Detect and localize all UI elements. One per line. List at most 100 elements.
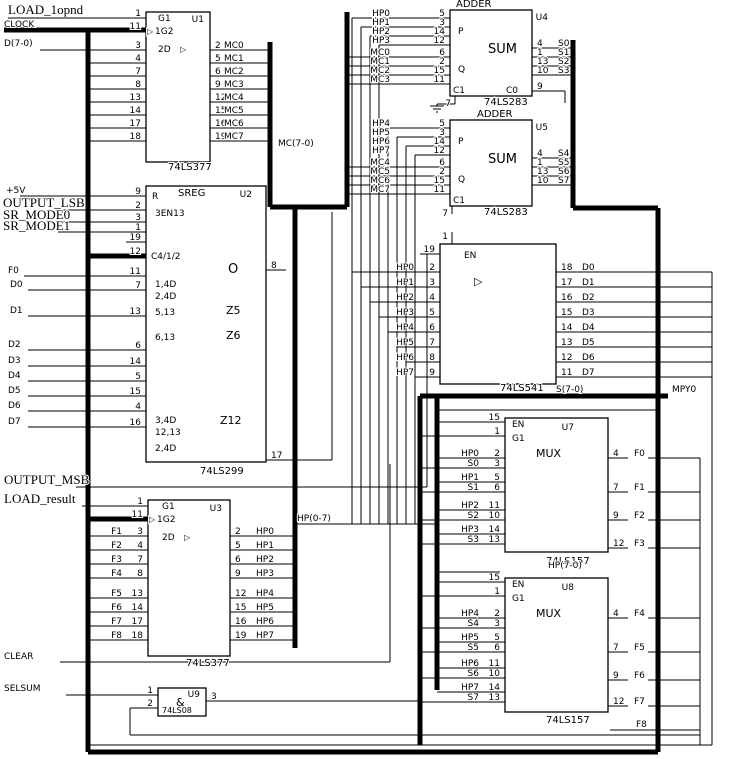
pin-label-f3: F3	[111, 555, 122, 565]
pin-label-d0: D0	[582, 263, 595, 273]
chip-part-74ls299: 74LS299	[200, 466, 244, 477]
pin-number: 12	[434, 146, 445, 156]
pin-number: 2	[215, 41, 221, 51]
pin-number: 2	[439, 167, 445, 177]
net-label-output-msb: OUTPUT_MSB	[4, 472, 90, 487]
chip-body-74ls541[interactable]	[439, 243, 557, 385]
pin-number: 4	[613, 449, 619, 459]
pin-label-mc7: MC7	[224, 132, 244, 142]
pin-label-d4: D4	[582, 323, 595, 333]
pin-number: 2	[429, 263, 435, 273]
pin-label-s7: S7	[468, 693, 479, 703]
pin-number: 1	[442, 232, 448, 242]
pin-label-hp0: HP0	[256, 527, 274, 537]
pin-number: 8	[135, 80, 141, 90]
chip-body-u3[interactable]	[147, 499, 231, 657]
pin-number: 2	[494, 609, 500, 619]
chip-inner-label: Z6	[226, 329, 241, 342]
chip-inner-label: G1	[162, 502, 175, 512]
pin-number: 7	[429, 338, 435, 348]
pin-label-hp6: HP6	[396, 353, 414, 363]
pin-number: 6	[494, 643, 500, 653]
chip-body-u4[interactable]	[449, 9, 533, 97]
pin-label-f4: F4	[111, 569, 122, 579]
pin-number: 6	[439, 48, 445, 58]
pin-number: 16	[215, 119, 227, 129]
chip-body-u5[interactable]	[449, 119, 533, 207]
chip-inner-label: SUM	[488, 152, 517, 167]
pin-label-hp7: HP7	[396, 368, 414, 378]
pin-number: 7	[442, 209, 448, 219]
pin-number: 11	[130, 22, 141, 32]
chip-ref-u1: U1	[192, 15, 204, 25]
pin-label-f2: F2	[111, 541, 122, 551]
pin-number: 13	[561, 338, 572, 348]
pin-label-f6: F6	[634, 671, 645, 681]
net-label-hp-7-0: HP(7-0)	[548, 561, 582, 571]
pin-number: 5	[135, 372, 141, 382]
chip-body-u7[interactable]	[504, 417, 609, 553]
pin-label-hp7: HP7	[372, 146, 390, 156]
pin-number: 11	[434, 185, 445, 195]
pin-number: 2	[439, 57, 445, 67]
pin-number: 15	[434, 66, 445, 76]
pin-label-hp1: HP1	[372, 18, 390, 28]
pin-label-hp7: HP7	[256, 631, 274, 641]
pin-label-f7: F7	[111, 617, 122, 627]
pin-number: 16	[130, 418, 142, 428]
net-label-d2: D2	[8, 340, 21, 350]
pin-number: 11	[434, 75, 445, 85]
chip-inner-label: C0	[506, 86, 518, 96]
pin-label-d5: D5	[582, 338, 595, 348]
net-label-sr-mode1: SR_MODE1	[3, 218, 70, 233]
chip-body-u1[interactable]	[145, 11, 211, 163]
chip-ref-u8: U8	[562, 583, 575, 593]
pin-label-hp6: HP6	[256, 617, 274, 627]
pin-label-f8: F8	[111, 631, 122, 641]
pin-number: 5	[429, 308, 435, 318]
chip-inner-label: MUX	[536, 447, 562, 460]
net-label-mpy0: MPY0	[672, 385, 696, 395]
pin-label-hp4: HP4	[396, 323, 414, 333]
pin-number: 12	[215, 93, 226, 103]
pin-number: 13	[537, 167, 548, 177]
chip-inner-label: SREG	[178, 188, 205, 199]
pin-number: 17	[130, 119, 141, 129]
pin-label-hp1: HP1	[396, 278, 414, 288]
pin-number: 8	[271, 261, 277, 271]
pin-label-f7: F7	[634, 697, 645, 707]
pin-number: 5	[235, 541, 241, 551]
pin-number: 9	[135, 187, 141, 197]
pin-label-hp5: HP5	[461, 633, 479, 643]
pin-number: 9	[613, 511, 619, 521]
pin-number: 4	[613, 609, 619, 619]
pin-number: 11	[130, 267, 141, 277]
net-label-d-7-0: D(7-0)	[4, 39, 33, 49]
pin-number: 10	[489, 511, 501, 521]
pin-number: 3	[135, 41, 141, 51]
pin-label-s0: S0	[558, 39, 570, 49]
chip-body-u9[interactable]	[157, 687, 207, 717]
pin-label-hp0: HP0	[396, 263, 414, 273]
pin-number: 5	[494, 633, 500, 643]
pin-label-s1: S1	[468, 483, 479, 493]
pin-number: 15	[130, 387, 141, 397]
pin-label-hp5: HP5	[396, 338, 414, 348]
pin-label-s2: S2	[558, 57, 569, 67]
pin-number: 6	[135, 341, 141, 351]
pin-number: 14	[130, 357, 142, 367]
pin-label-hp5: HP5	[372, 128, 390, 138]
pin-number: 12	[613, 539, 624, 549]
chip-body-u8[interactable]	[504, 577, 609, 713]
pin-label-f6: F6	[111, 603, 122, 613]
chip-body-u2[interactable]	[145, 185, 267, 463]
pin-number: 15	[235, 603, 246, 613]
pin-number: 1	[147, 686, 153, 696]
net-label-load-1opnd: LOAD_1opnd	[8, 2, 84, 17]
pin-number: 8	[137, 569, 143, 579]
pin-number: 9	[215, 80, 221, 90]
pin-number: 4	[135, 54, 141, 64]
pin-label-hp6: HP6	[372, 137, 390, 147]
pin-number: 15	[489, 573, 500, 583]
